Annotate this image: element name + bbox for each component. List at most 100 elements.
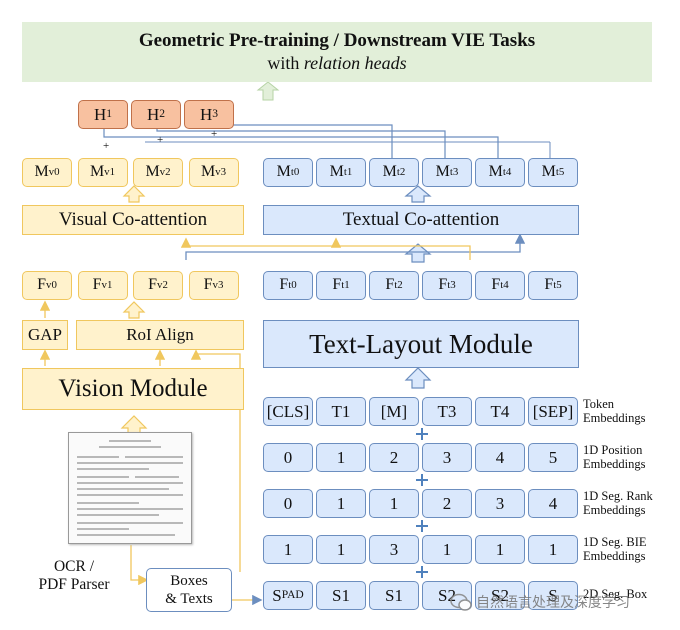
embedding-cell-3-4-text: 1 [495,539,505,559]
text-feature-2-subscript: t2 [394,278,403,291]
embedding-cell-3-2-text: 3 [389,539,399,559]
visual-output-0-text: M [34,163,49,181]
embedding-cell-1-0-text: 0 [283,447,293,467]
embedding-row-label: 1D Position Embeddings [583,443,646,471]
text-layout-module-block: Text-Layout Module [263,320,579,368]
visual-feature-1-text: F [92,276,102,294]
text-feature-5-subscript: t5 [553,278,562,291]
embedding-row-label: 2D Seg. Box [583,587,648,601]
embedding-cell-3-4: 1 [475,535,525,564]
visual-feature-3-subscript: v3 [212,278,224,291]
banner-up-arrow [256,81,280,101]
text-feature-2-text: F [385,276,395,294]
head-plus-1: + [157,134,164,146]
embedding-cell-4-2-text: S1 [385,585,403,605]
vision-module-block: Vision Module [22,368,244,410]
embedding-cell-0-5-text: [SEP] [532,401,574,421]
text-feature-3-subscript: t3 [447,278,456,291]
document-thumbnail-icon [68,432,192,544]
embedding-cell-1-4-text: 4 [495,447,505,467]
embedding-cell-1-2: 2 [369,443,419,472]
visual-feature-1-subscript: v1 [101,278,113,291]
banner-subtitle: with relation heads [267,53,407,74]
textual-output-0-subscript: t0 [290,165,300,178]
embedding-cell-2-4-text: 3 [495,493,505,513]
watermark: 自然语言处理及深度学习 [450,590,678,614]
visual-output-3-subscript: v3 [215,165,227,178]
embedding-cell-4-1-text: S1 [332,585,350,605]
embedding-cell-4-0-text: S [272,585,282,605]
embedding-row-label: Token Embeddings [583,397,646,425]
textual-output-4-text: M [488,163,503,181]
embedding-cell-2-4: 3 [475,489,525,518]
embedding-cell-3-1: 1 [316,535,366,564]
embedding-cell-0-2-text: [M] [380,401,408,421]
embedding-cell-1-5-text: 5 [548,447,558,467]
textual-output-1-text: M [329,163,344,181]
vision-up-arrow [120,415,148,435]
textual-output-1-subscript: t1 [343,165,353,178]
roi-up-arrow [122,301,146,319]
embedding-cell-0-5: [SEP] [528,397,578,426]
embedding-cell-1-1: 1 [316,443,366,472]
visual-to-textual-link [185,233,526,260]
embedding-cell-4-4-text: S2 [491,585,509,605]
embedding-cell-2-1: 1 [316,489,366,518]
relation-head-0-text: H [93,104,107,124]
embedding-cell-4-0-subscript: PAD [281,588,304,602]
visual-output-2-text: M [145,163,160,181]
embedding-cell-3-5-text: 1 [548,539,558,559]
textual-output-5-text: M [541,163,556,181]
relation-head-2-subscript: 3 [212,107,219,121]
textual-output-0-text: M [276,163,291,181]
head-connector-2 [156,129,446,158]
head-connector-4 [145,141,551,158]
embedding-cell-3-0-text: 1 [283,539,293,559]
embedding-cell-3-0: 1 [263,535,313,564]
embedding-cell-3-3: 1 [422,535,472,564]
textual-output-3-subscript: t3 [449,165,459,178]
visual-feature-2-text: F [148,276,158,294]
head-plus-0: + [103,140,110,152]
banner-title: Geometric Pre-training / Downstream VIE … [138,30,536,52]
embedding-cell-0-4: T4 [475,397,525,426]
text-feature-0-text: F [279,276,289,294]
textual-to-visual-link [330,237,471,260]
textual-to-visual-link-2 [180,237,336,248]
textual-output-2-subscript: t2 [396,165,406,178]
boxes-to-roi [190,349,241,572]
textual-output-5-subscript: t5 [555,165,565,178]
text-feature-0-subscript: t0 [288,278,297,291]
embedding-cell-0-3: T3 [422,397,472,426]
relation-head-1-text: H [146,104,160,124]
textual-coatt-up-arrow [404,185,432,203]
embedding-row-label: 1D Seg. Rank Embeddings [583,489,653,517]
visual-feature-3-text: F [203,276,213,294]
text-feature-4-text: F [491,276,501,294]
text-feature-1-subscript: t1 [341,278,350,291]
doc-to-boxes [130,545,149,586]
visual-feature-0-subscript: v0 [46,278,57,291]
textual-output-3-text: M [435,163,450,181]
visual-output-1-subscript: v1 [104,165,116,178]
textual-output-2-text: M [382,163,397,181]
